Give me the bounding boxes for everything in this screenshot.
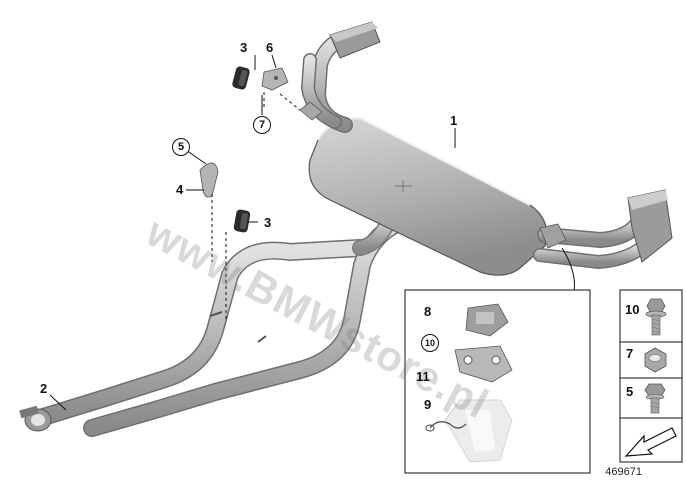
- pipe-hanger-pin: [209, 311, 267, 343]
- tailpipe-right: [533, 189, 673, 270]
- callout-9: 9: [424, 397, 432, 412]
- callout-3-lower: 3: [264, 215, 272, 230]
- hex-bolt-icon: [644, 383, 666, 414]
- callout-8: 8: [424, 304, 432, 319]
- hex-bolt-with-washer-icon: [645, 298, 667, 336]
- legend-number-10: 10: [625, 302, 640, 317]
- callout-11: 11: [416, 369, 430, 384]
- hanger-bracket-part-4: [199, 162, 219, 198]
- callout-2: 2: [40, 381, 48, 396]
- detail-inset: [404, 289, 591, 474]
- diagram-id-number: 469671: [605, 466, 642, 478]
- rubber-mount-lower: [233, 209, 251, 233]
- fastener-legend: [619, 289, 683, 463]
- callout-3-upper: 3: [240, 40, 248, 55]
- bracket-part-6: [261, 67, 289, 91]
- callout-1: 1: [450, 113, 458, 128]
- clamp-part-2: [19, 405, 52, 432]
- callout-10-circled: 10: [421, 334, 439, 352]
- callout-4: 4: [176, 182, 184, 197]
- legend-number-5: 5: [626, 384, 634, 399]
- intermediate-pipe-left: [31, 239, 369, 427]
- callout-5-circled: 5: [172, 138, 190, 156]
- legend-number-7: 7: [626, 346, 634, 361]
- installation-direction-arrow-icon: [624, 427, 677, 457]
- hex-nut-icon: [644, 347, 667, 373]
- callout-6: 6: [266, 40, 274, 55]
- leader-lines: [49, 54, 466, 425]
- callout-7-circled: 7: [253, 116, 271, 134]
- rubber-mount-upper: [232, 66, 250, 90]
- hanger-bracket-muffler: [299, 101, 323, 121]
- exhaust-flap-mount: [539, 223, 567, 249]
